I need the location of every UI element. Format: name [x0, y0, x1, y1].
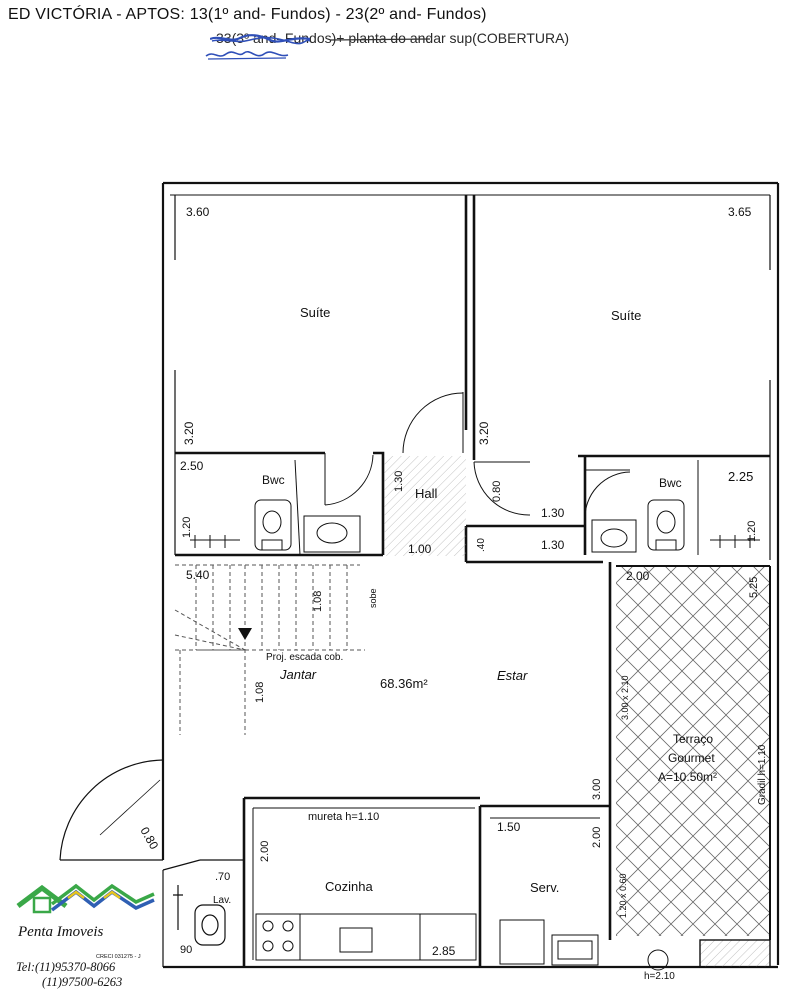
terrace-floor: [616, 566, 770, 936]
label-lav: Lav.: [213, 895, 231, 906]
dim-2-00-serv: 2.00: [591, 827, 603, 848]
label-jantar: Jantar: [279, 667, 317, 682]
label-suite-right: Suíte: [611, 308, 641, 323]
lavabo: [162, 859, 244, 967]
dim-h-2-10: h=2.10: [644, 971, 675, 982]
label-terraco-area: A=10.50m²: [658, 770, 717, 784]
outer-walls: [161, 181, 780, 969]
dim-3-20-left: 3.20: [182, 421, 196, 445]
label-bwc-left: Bwc: [262, 473, 285, 487]
dim-3-00: 3.00: [591, 779, 603, 800]
bwc-left-fixtures: [190, 499, 361, 553]
label-sobe: sobe: [368, 588, 378, 608]
suite-right-walls: [464, 195, 770, 564]
staircase: [174, 564, 365, 735]
plan-header-title: ED VICTÓRIA - APTOS: 13(1º and- Fundos) …: [8, 6, 487, 23]
label-terraco: Terraço: [673, 732, 713, 746]
kitchen-fixtures: [255, 913, 477, 961]
cobertura-text: + planta do andar sup(COBERTURA): [336, 30, 570, 46]
brand-name: Penta Imoveis: [18, 924, 104, 940]
dim-1-00: 1.00: [408, 542, 432, 556]
dim-1-30-hall: 1.30: [393, 471, 405, 492]
label-bwc-right: Bwc: [659, 476, 682, 490]
dim-0-70: .70: [215, 871, 230, 883]
suite-left-walls: [175, 195, 468, 557]
dim-1-30-lower: 1.30: [541, 538, 565, 552]
dim-3-00-x-2-10: 3.00 x 2.10: [620, 675, 630, 720]
label-gradil: Gradil h=1.10: [757, 744, 768, 805]
contact-phone-1: Tel:(11)95370-8066: [16, 960, 116, 974]
service-fixtures: [499, 919, 599, 966]
dim-0-80-hall: 0.80: [491, 481, 503, 502]
terrace-walls: [616, 565, 771, 968]
dim-1-30-upper: 1.30: [541, 506, 565, 520]
label-mureta: mureta h=1.10: [308, 811, 379, 823]
label-cozinha: Cozinha: [325, 879, 373, 894]
dim-2-85: 2.85: [432, 944, 456, 958]
dim-2-00-cozinha: 2.00: [259, 841, 271, 862]
label-suite-left: Suíte: [300, 305, 330, 320]
bwc-right-fixtures: [591, 499, 760, 553]
label-hall: Hall: [415, 486, 438, 501]
terrace-drain: [647, 949, 669, 971]
dim-1-50: 1.50: [497, 820, 521, 834]
logo-mountains-icon: [16, 883, 155, 914]
dim-5-40: 5.40: [186, 568, 210, 582]
brand-creci: CRECI 031275 - J: [96, 954, 141, 960]
entry-door: [59, 759, 164, 861]
dim-2-50: 2.50: [180, 459, 204, 473]
dim-3-65: 3.65: [728, 205, 752, 219]
label-proj-escada: Proj. escada cob.: [266, 652, 343, 663]
dim-1-20-x-0-60: 1.20 x 0.60: [618, 873, 628, 918]
dim-1-20-left: 1.20: [181, 517, 193, 538]
stair-arrow: [238, 628, 252, 640]
dim-3-20-right: 3.20: [477, 421, 491, 445]
dim-2-00-terrace: 2.00: [626, 569, 650, 583]
dim-1-08-lower: 1.08: [254, 682, 266, 703]
door-bwc-right: [473, 461, 631, 521]
label-area-total: 68.36m²: [380, 676, 428, 691]
dim-2-25: 2.25: [728, 469, 753, 484]
dim-5-25: 5.25: [748, 577, 760, 598]
label-serv: Serv.: [530, 880, 559, 895]
dim-1-20-right: 1.20: [746, 521, 758, 542]
dim-0-80-entry: 0.80: [137, 825, 161, 853]
handwritten-scribble: [205, 51, 289, 60]
dim-0-40: .40: [476, 538, 487, 552]
living-walls: [242, 562, 612, 967]
label-estar: Estar: [497, 668, 528, 683]
label-gourmet: Gourmet: [668, 751, 715, 765]
door-suite-left: [324, 392, 464, 506]
dim-3-60: 3.60: [186, 205, 210, 219]
dim-1-08-upper: 1.08: [312, 591, 324, 612]
penta-logo: [12, 866, 160, 950]
hall-floor: [384, 456, 466, 556]
contact-phone-2: (11)97500-6263: [42, 975, 123, 989]
dim-0-90: 90: [180, 944, 192, 956]
